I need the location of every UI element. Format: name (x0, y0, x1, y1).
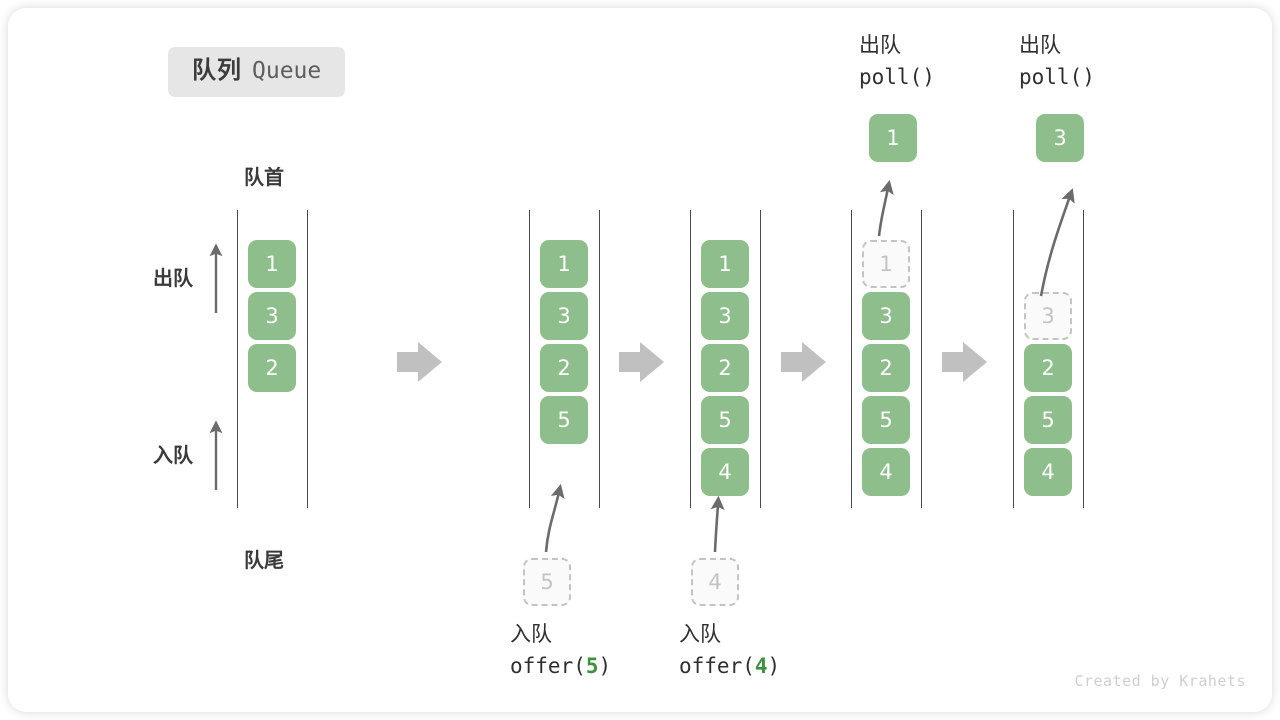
title-en: Queue (252, 58, 322, 84)
diagram-stage: 队列 Queue 队首 队尾 出队 入队 1 3 2 1 3 2 5 5 入队 o… (8, 8, 1272, 712)
operation-cn: 出队 (859, 34, 901, 57)
step-transition-arrow (942, 342, 987, 382)
queue-cell: 2 (248, 344, 296, 392)
incoming-ghost-cell: 5 (523, 558, 571, 606)
queue-cell: 3 (862, 292, 910, 340)
queue-cell-removing: 1 (862, 240, 910, 288)
queue-cell: 4 (862, 448, 910, 496)
operation-code: offer(5) (510, 653, 612, 678)
rail-left (1013, 210, 1014, 508)
operation-label-offer-5: 入队 offer(5) (510, 619, 611, 682)
queue-cell: 3 (701, 292, 749, 340)
queue-cell: 3 (540, 292, 588, 340)
queue-rear-label: 队尾 (244, 550, 284, 572)
rail-right (760, 210, 761, 508)
queue-cell: 3 (248, 292, 296, 340)
queue-cell-removing: 3 (1024, 292, 1072, 340)
incoming-ghost-cell: 4 (691, 558, 739, 606)
step-transition-arrow (781, 342, 826, 382)
enqueue-arrow-5 (544, 483, 565, 553)
watermark: Created by Krahets (1074, 672, 1246, 690)
queue-cell: 1 (701, 240, 749, 288)
operation-label-offer-4: 入队 offer(4) (679, 619, 780, 682)
rail-left (529, 210, 530, 508)
rail-left (851, 210, 852, 508)
queue-cell: 1 (248, 240, 296, 288)
queue-cell: 2 (1024, 344, 1072, 392)
operation-code: poll() (859, 64, 935, 89)
step-transition-arrow (619, 342, 664, 382)
queue-cell: 4 (1024, 448, 1072, 496)
operation-cn: 出队 (1019, 34, 1061, 57)
queue-cell: 5 (862, 396, 910, 444)
dequeue-arrow-1 (877, 179, 894, 237)
diagram-card: 队列 Queue 队首 队尾 出队 入队 1 3 2 1 3 2 5 5 入队 o… (8, 8, 1272, 712)
operation-label-poll-1: 出队 poll() (859, 30, 935, 93)
title-cn: 队列 (192, 57, 242, 84)
operation-cn: 入队 (679, 623, 721, 646)
enqueue-direction-label: 入队 (153, 445, 193, 467)
queue-cell-new: 4 (701, 448, 749, 496)
queue-cell-new: 5 (540, 396, 588, 444)
dequeue-arrow-3 (1039, 188, 1075, 297)
rail-left (690, 210, 691, 508)
popped-cell: 3 (1036, 114, 1084, 162)
popped-cell: 1 (869, 114, 917, 162)
queue-cell: 2 (862, 344, 910, 392)
operation-cn: 入队 (510, 623, 552, 646)
queue-cell: 1 (540, 240, 588, 288)
rail-left (237, 210, 238, 508)
enqueue-arrow-4 (710, 495, 725, 553)
queue-cell: 2 (540, 344, 588, 392)
queue-cell: 2 (701, 344, 749, 392)
operation-label-poll-3: 出队 poll() (1019, 30, 1095, 93)
rail-right (307, 210, 308, 508)
queue-cell: 5 (1024, 396, 1072, 444)
rail-right (599, 210, 600, 508)
rail-right (1083, 210, 1084, 508)
diagram-title-badge: 队列 Queue (168, 47, 346, 97)
operation-code: offer(4) (679, 653, 781, 678)
step-transition-arrow (397, 342, 442, 382)
operation-code: poll() (1019, 64, 1095, 89)
rail-right (921, 210, 922, 508)
dequeue-direction-label: 出队 (153, 268, 193, 290)
queue-cell: 5 (701, 396, 749, 444)
queue-front-label: 队首 (244, 167, 284, 189)
